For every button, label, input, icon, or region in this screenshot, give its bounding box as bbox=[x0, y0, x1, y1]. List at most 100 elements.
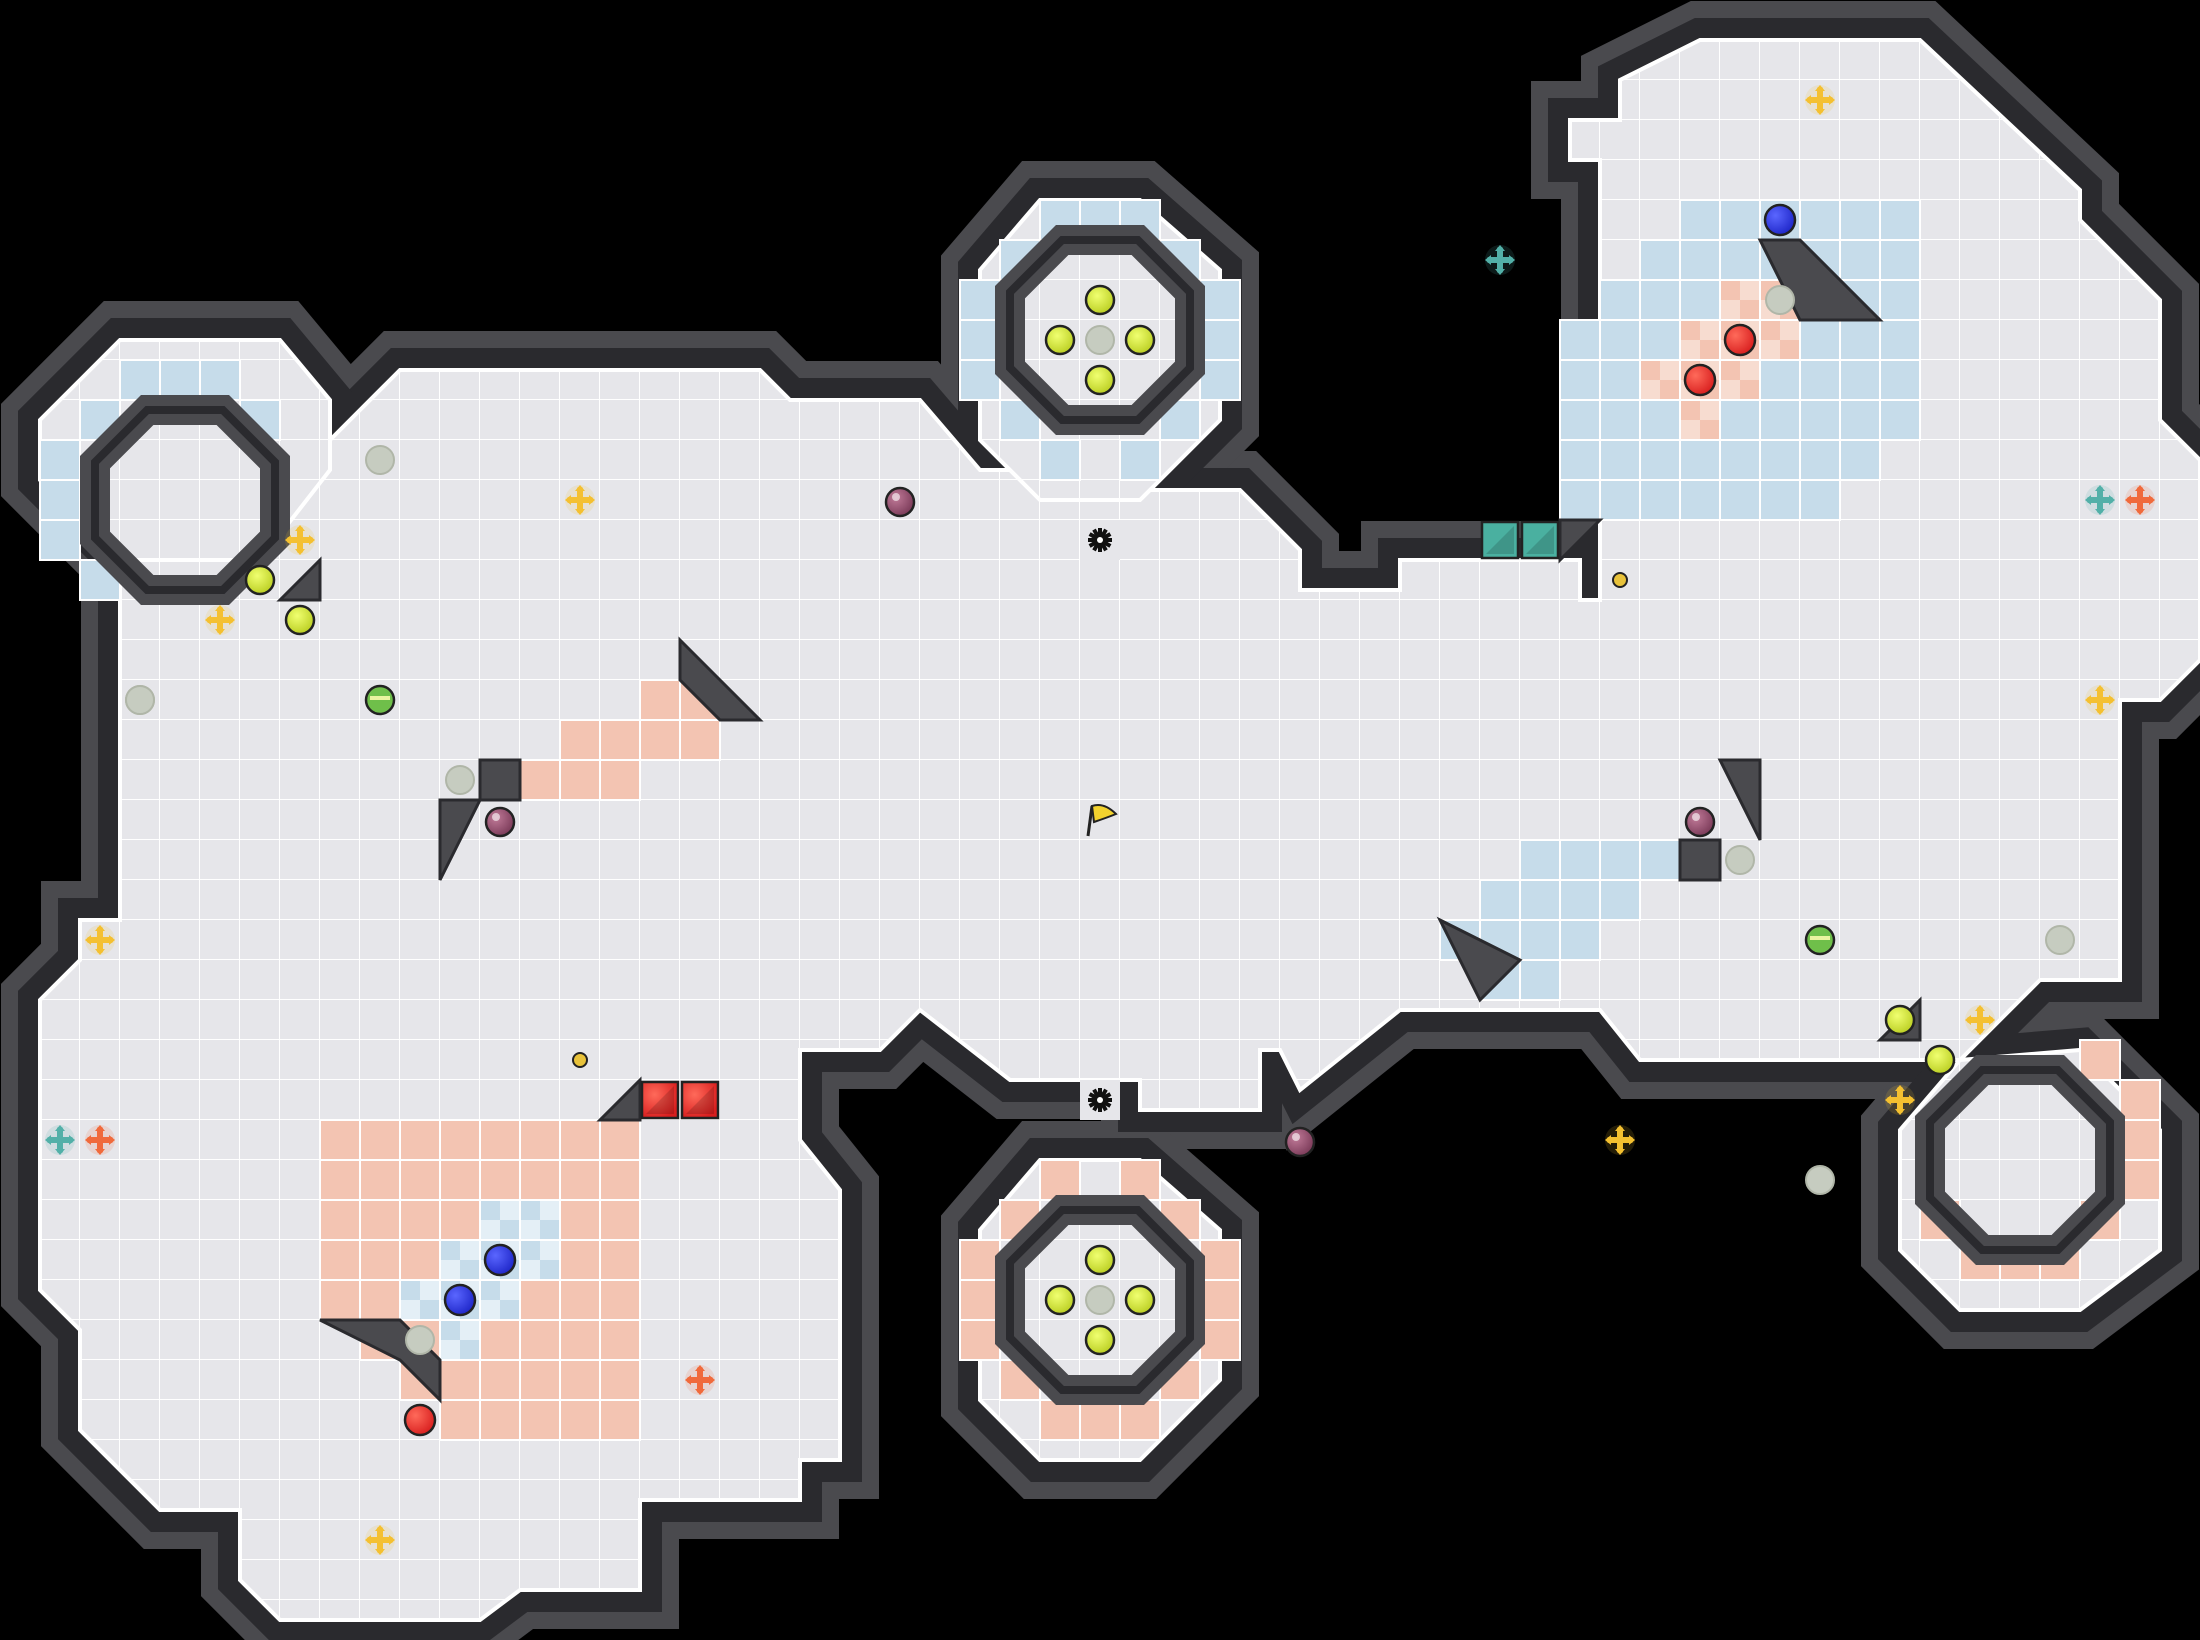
portal-icon bbox=[1124, 324, 1156, 356]
blue-base-tile bbox=[1639, 279, 1681, 321]
blue-base-tile bbox=[1679, 279, 1721, 321]
s-octagon-red-tile bbox=[1079, 1399, 1121, 1441]
yellow-boost-icon bbox=[365, 1525, 395, 1555]
red-zone-tile bbox=[679, 719, 721, 761]
wall-wedge bbox=[1558, 518, 1604, 564]
se-octagon-red-tile bbox=[2119, 1119, 2161, 1161]
red-base-tile bbox=[439, 1359, 481, 1401]
portal-icon bbox=[1044, 324, 1076, 356]
blue-zone-tile bbox=[1559, 839, 1601, 881]
red-base-tile bbox=[359, 1279, 401, 1321]
inactive-portal-icon bbox=[1765, 285, 1795, 315]
blue-base-tile bbox=[1599, 399, 1641, 441]
n-octagon-blue-tile bbox=[1199, 359, 1241, 401]
yellow-flag-icon bbox=[1086, 804, 1118, 837]
blue-base-tile bbox=[1799, 359, 1841, 401]
red-gate-icon bbox=[640, 1080, 680, 1120]
blue-ball-icon bbox=[443, 1283, 477, 1317]
blue-team-boost-icon bbox=[2085, 485, 2115, 515]
blue-base-tile bbox=[1799, 399, 1841, 441]
blue-base-tile bbox=[1839, 319, 1881, 361]
s-octagon-red-tile bbox=[959, 1319, 1001, 1361]
inactive-portal-icon bbox=[365, 445, 395, 475]
red-base-tile bbox=[519, 1359, 561, 1401]
blue-base-tile bbox=[1559, 319, 1601, 361]
n-octagon-blue-tile bbox=[959, 359, 1001, 401]
s-octagon-red-tile bbox=[1039, 1159, 1081, 1201]
blue-base-tile bbox=[1639, 439, 1681, 481]
portal-icon bbox=[1084, 364, 1116, 396]
red-base-tile bbox=[559, 1319, 601, 1361]
blue-base-tile bbox=[1559, 359, 1601, 401]
s-octagon-red-tile bbox=[959, 1239, 1001, 1281]
blue-zone-tile bbox=[1479, 879, 1521, 921]
inactive-portal-icon bbox=[445, 765, 475, 795]
yellow-boost-icon bbox=[565, 485, 595, 515]
s-octagon-red-tile bbox=[1199, 1239, 1241, 1281]
blue-base-tile bbox=[1679, 439, 1721, 481]
n-octagon-blue-tile bbox=[959, 279, 1001, 321]
yellow-boost-icon bbox=[1605, 1125, 1635, 1155]
n-octagon-blue-tile bbox=[1039, 439, 1081, 481]
red-base-tile bbox=[599, 1399, 641, 1441]
red-base-tile bbox=[479, 1159, 521, 1201]
bomb-icon bbox=[484, 806, 516, 838]
blue-base-tile bbox=[1839, 239, 1881, 281]
blue-zone-tile bbox=[1599, 839, 1641, 881]
s-octagon-red-tile bbox=[1039, 1399, 1081, 1441]
blue-base-tile bbox=[1759, 359, 1801, 401]
bomb-icon bbox=[1684, 806, 1716, 838]
red-zone-tile bbox=[639, 719, 681, 761]
red-base-tile bbox=[319, 1239, 361, 1281]
portal-icon bbox=[1084, 284, 1116, 316]
red-base-tile bbox=[319, 1159, 361, 1201]
blue-zone-tile bbox=[1519, 879, 1561, 921]
red-base-tile bbox=[559, 1359, 601, 1401]
red-zone-tile bbox=[519, 759, 561, 801]
blue-ball-icon bbox=[1763, 203, 1797, 237]
se-octagon-red-tile bbox=[2119, 1159, 2161, 1201]
se-octagon-red-tile bbox=[2119, 1079, 2161, 1121]
blue-zone-tile bbox=[1519, 919, 1561, 961]
wall-block bbox=[478, 758, 522, 802]
blue-base-tile bbox=[1879, 199, 1921, 241]
red-checker-tile bbox=[1679, 399, 1721, 441]
nw-octagon-blue-tile bbox=[39, 519, 81, 561]
wall-wedge bbox=[438, 798, 483, 881]
blue-base-tile bbox=[1759, 439, 1801, 481]
portal-icon bbox=[1124, 1284, 1156, 1316]
n-octagon-blue-tile bbox=[1199, 319, 1241, 361]
nw-octagon-blue-tile bbox=[39, 479, 81, 521]
blue-zone-tile bbox=[1559, 919, 1601, 961]
blue-base-tile bbox=[1839, 399, 1881, 441]
red-gate-icon bbox=[680, 1080, 720, 1120]
red-base-tile bbox=[559, 1199, 601, 1241]
yellow-boost-icon bbox=[1965, 1005, 1995, 1035]
bomb-icon bbox=[884, 486, 916, 518]
red-base-tile bbox=[319, 1199, 361, 1241]
portal-icon bbox=[1924, 1044, 1956, 1076]
red-base-tile bbox=[599, 1159, 641, 1201]
red-zone-tile bbox=[559, 759, 601, 801]
wall-wedge bbox=[1436, 916, 1523, 1003]
blue-base-tile bbox=[1599, 439, 1641, 481]
red-base-tile bbox=[599, 1359, 641, 1401]
s-octagon-red-tile bbox=[1119, 1399, 1161, 1441]
blue-base-tile bbox=[1559, 399, 1601, 441]
blue-base-tile bbox=[1799, 439, 1841, 481]
blue-base-tile bbox=[1679, 239, 1721, 281]
blue-base-tile bbox=[1679, 199, 1721, 241]
inactive-portal-icon bbox=[1725, 845, 1755, 875]
red-base-tile bbox=[319, 1279, 361, 1321]
blue-base-tile bbox=[1879, 239, 1921, 281]
red-base-tile bbox=[359, 1199, 401, 1241]
teal-gate-icon bbox=[1520, 520, 1560, 560]
teal-gate-icon bbox=[1480, 520, 1520, 560]
blue-checker-tile bbox=[479, 1279, 521, 1321]
blue-checker-tile bbox=[479, 1199, 521, 1241]
n-octagon-blue-tile bbox=[1199, 279, 1241, 321]
blue-base-tile bbox=[1879, 279, 1921, 321]
wall-block bbox=[1678, 838, 1722, 882]
blue-zone-tile bbox=[1559, 879, 1601, 921]
red-team-boost-icon bbox=[2125, 485, 2155, 515]
